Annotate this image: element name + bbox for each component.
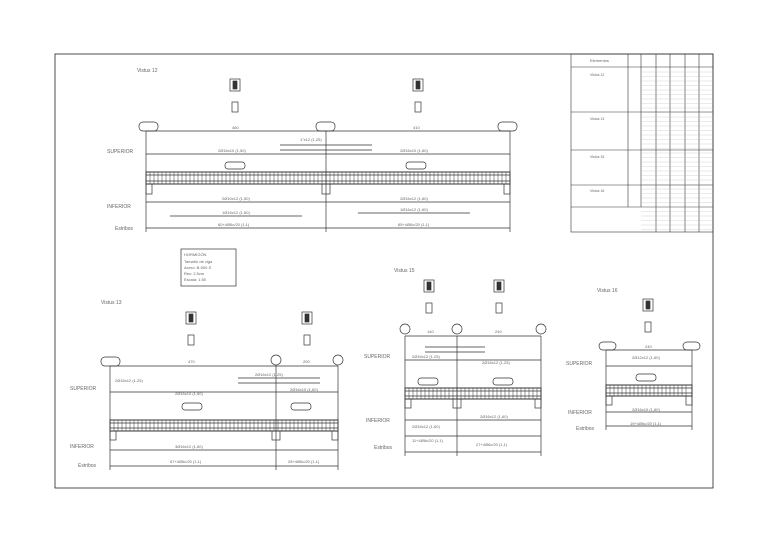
mid-est-right: 27+4Ø6c/20 (1,1) xyxy=(476,442,508,447)
note-line-4: Rec: 2,5cm xyxy=(184,271,205,276)
column-symbol-2 xyxy=(412,78,424,113)
mid-span-right: 240 xyxy=(495,329,502,334)
table-group-12: Vistus 12 xyxy=(590,73,604,77)
title-vistus-13: Vistus 13 xyxy=(101,300,122,306)
top-est-right: 65+4Ø6c/20 (1,1) xyxy=(398,222,430,227)
table-group-16: Vistus 16 xyxy=(590,189,604,193)
beam-16-stirrups xyxy=(609,385,687,396)
top-bot-left-1: 2Ø10x12 (1,50) xyxy=(222,196,250,201)
label-superior-15: SUPERIOR xyxy=(364,354,391,360)
left-span-right: 200 xyxy=(303,359,310,364)
title-vistus-15: Vistus 15 xyxy=(394,268,415,274)
top-mid-right: 2Ø16x10 (1,60) xyxy=(400,148,428,153)
beam-12-stirrups xyxy=(149,172,507,184)
label-estribos-12: Estribos xyxy=(115,226,134,232)
label-superior-12: SUPERIOR xyxy=(107,149,134,155)
top-note-1: 1"x12 (1,25) xyxy=(300,137,322,142)
table-group-15: Vistus 15 xyxy=(590,155,604,159)
left-top-left: 2Ø16x12 (1,25) xyxy=(115,378,143,383)
label-estribos-13: Estribos xyxy=(78,463,97,469)
beam-vistus-13 xyxy=(100,311,344,470)
right-span: 240 xyxy=(645,344,652,349)
drawing-frame xyxy=(54,53,714,489)
top-est-left: 60+4Ø6c/20 (1,1) xyxy=(218,222,250,227)
label-estribos-15: Estribos xyxy=(374,445,393,451)
mid-top-left: 2Ø16x12 (1,25) xyxy=(412,354,440,359)
left-bot: 3Ø16x12 (1,60) xyxy=(175,444,203,449)
label-inferior-16: INFERIOR xyxy=(568,410,592,416)
label-superior-16: SUPERIOR xyxy=(566,361,593,367)
mid-top-right: 2Ø16x12 (1,25) xyxy=(482,360,510,365)
left-est-left: 67+4Ø6c/20 (1,1) xyxy=(170,459,202,464)
left-top-right: 2Ø16x12 (1,25) xyxy=(255,372,283,377)
left-mid-right: 2Ø16x10 (1,60) xyxy=(290,387,318,392)
label-superior-13: SUPERIOR xyxy=(70,386,97,392)
label-inferior-15: INFERIOR xyxy=(366,418,390,424)
top-span-right: 410 xyxy=(413,125,420,130)
beam-13-stirrups xyxy=(113,420,335,431)
note-line-5: Escala: 1:50 xyxy=(184,277,207,282)
top-bot-right-1: 2Ø16x12 (1,60) xyxy=(400,196,428,201)
top-bot-right-2: 1Ø16x12 (1,60) xyxy=(400,207,428,212)
mid-bot-left: 2Ø16x12 (1,60) xyxy=(412,424,440,429)
title-vistus-12: Vistus 12 xyxy=(137,68,158,74)
note-line-2: Tamaño de viga xyxy=(184,259,213,264)
top-span-left: 460 xyxy=(232,125,239,130)
left-mid-left: 2Ø16x10 (1,60) xyxy=(175,391,203,396)
label-inferior-13: INFERIOR xyxy=(70,444,94,450)
left-span-left: 470 xyxy=(188,359,195,364)
table-rows xyxy=(641,71,713,230)
left-est-right: 28+4Ø6c/20 (1,1) xyxy=(288,459,320,464)
mid-span-left: 140 xyxy=(427,329,434,334)
beam-15-stirrups xyxy=(408,388,538,399)
right-bot: 2Ø16x10 (1,60) xyxy=(632,407,660,412)
note-line-3: Acero: B-500 S xyxy=(184,265,211,270)
table-group-13: Vistus 13 xyxy=(590,117,604,121)
title-vistus-16: Vistus 16 xyxy=(597,288,618,294)
top-mid-left: 2Ø16x10 (1,50) xyxy=(218,148,246,153)
label-estribos-16: Estribos xyxy=(576,426,595,432)
label-inferior-12: INFERIOR xyxy=(107,204,131,210)
rebar-tag-1 xyxy=(224,161,246,170)
table-header-elementos: Elementos xyxy=(590,58,609,63)
column-symbol-1 xyxy=(229,78,241,113)
mid-bot-right: 2Ø16x12 (1,60) xyxy=(480,414,508,419)
right-est: 19+4Ø6c/20 (1,1) xyxy=(630,421,662,426)
right-top: 2Ø12x12 (1,60) xyxy=(632,355,660,360)
note-box xyxy=(180,248,237,287)
rebar-tag-2 xyxy=(405,161,427,170)
mid-est-left: 11+4Ø6c/20 (1,1) xyxy=(412,438,444,443)
beam-vistus-12 xyxy=(138,78,518,232)
note-line-1: HORMIGÓN xyxy=(184,252,207,257)
top-bot-left-2: 1Ø16x12 (1,60) xyxy=(222,210,250,215)
beam-vistus-16 xyxy=(598,298,701,430)
